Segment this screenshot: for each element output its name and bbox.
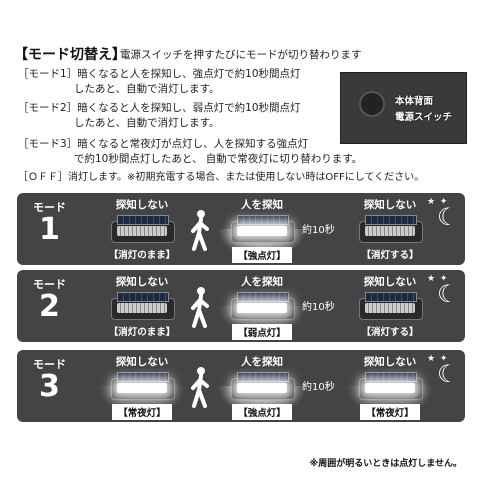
moon-icon: ☾ bbox=[437, 360, 459, 388]
tag-weak: 【弱点灯】 bbox=[232, 324, 292, 340]
mode2-desc-cont: したあと、自動で消灯します。 bbox=[74, 117, 220, 129]
off-desc: ［ＯＦＦ］消灯します。※初期充電する場合、または使用しない時はOFFにしてくださ… bbox=[18, 172, 425, 183]
duration-label: 約10秒 bbox=[302, 225, 335, 236]
lamp-off-icon bbox=[359, 215, 423, 243]
mode-number: 1 bbox=[39, 212, 60, 247]
stars-icon: ★ ✦ bbox=[427, 197, 449, 207]
tag-stay-off: 【消灯のまま】 bbox=[108, 327, 176, 338]
device-back-photo: 本体背面 電源スイッチ bbox=[340, 72, 467, 144]
state-detect: 人を探知 bbox=[241, 276, 283, 288]
mode-label: モード bbox=[33, 201, 66, 214]
lamp-off-icon bbox=[359, 292, 423, 320]
state-no-detect-after: 探知しない bbox=[363, 276, 417, 288]
mode-label: モード bbox=[33, 358, 66, 371]
mode-number: 3 bbox=[39, 369, 60, 404]
stars-icon: ★ ✦ bbox=[427, 274, 449, 284]
tag-strong: 【強点灯】 bbox=[232, 247, 292, 263]
mode1-panel: モード 1 探知しない 【消灯のまま】 人を探知 【強点灯】 約10秒 探知しな… bbox=[17, 193, 465, 265]
state-detect: 人を探知 bbox=[241, 199, 283, 211]
state-no-detect: 探知しない bbox=[115, 356, 169, 368]
footnote: ※周囲が明るいときは点灯しません。 bbox=[309, 459, 462, 469]
walking-person-icon bbox=[189, 286, 211, 330]
mode1-desc-cont: したあと、自動で消灯します。 bbox=[74, 83, 220, 95]
photo-label-switch: 電源スイッチ bbox=[395, 112, 453, 123]
lamp-night-icon bbox=[111, 372, 175, 400]
moon-icon: ☾ bbox=[437, 203, 459, 231]
state-detect: 人を探知 bbox=[241, 356, 283, 368]
mode-number: 2 bbox=[39, 289, 60, 324]
power-switch-icon bbox=[359, 91, 385, 117]
lamp-strong-icon bbox=[231, 372, 295, 400]
mode3-panel: モード 3 探知しない 【常夜灯】 人を探知 【強点灯】 約10秒 探知しない … bbox=[17, 350, 465, 422]
tag-night-light: 【常夜灯】 bbox=[112, 404, 172, 420]
state-no-detect: 探知しない bbox=[115, 276, 169, 288]
section-title: 【モード切替え】 bbox=[14, 47, 126, 63]
state-no-detect-after: 探知しない bbox=[363, 199, 417, 211]
mode-label: モード bbox=[33, 278, 66, 291]
moon-icon: ☾ bbox=[437, 280, 459, 308]
duration-label: 約10秒 bbox=[302, 302, 335, 313]
tag-strong: 【強点灯】 bbox=[232, 404, 292, 420]
lamp-strong-icon bbox=[231, 215, 295, 243]
mode3-desc: ［モード3］暗くなると常夜灯が点灯し、人を探知する強点灯 bbox=[18, 138, 309, 150]
lamp-off-icon bbox=[111, 292, 175, 320]
lamp-weak-icon bbox=[231, 292, 295, 320]
state-no-detect: 探知しない bbox=[115, 199, 169, 211]
mode2-panel: モード 2 探知しない 【消灯のまま】 人を探知 【弱点灯】 約10秒 探知しな… bbox=[17, 270, 465, 342]
mode1-desc: ［モード1］暗くなると人を探知し、強点灯で約10秒間点灯 bbox=[18, 68, 301, 80]
duration-label: 約10秒 bbox=[302, 382, 335, 393]
tag-stay-off: 【消灯のまま】 bbox=[108, 250, 176, 261]
tag-night-light: 【常夜灯】 bbox=[360, 404, 420, 420]
walking-person-icon bbox=[189, 209, 211, 253]
walking-person-icon bbox=[189, 366, 211, 410]
state-no-detect-after: 探知しない bbox=[363, 356, 417, 368]
tag-turn-off: 【消灯する】 bbox=[361, 327, 419, 338]
section-description: 電源スイッチを押すたびにモードが切り替わります bbox=[120, 49, 362, 61]
stars-icon: ★ ✦ bbox=[427, 354, 449, 364]
tag-turn-off: 【消灯する】 bbox=[361, 250, 419, 261]
lamp-off-icon bbox=[111, 215, 175, 243]
mode3-desc-cont: で約10秒間点灯したあと、 自動で常夜灯に切り替わります。 bbox=[74, 153, 363, 165]
lamp-night-icon bbox=[359, 372, 423, 400]
mode2-desc: ［モード2］暗くなると人を探知し、弱点灯で約10秒間点灯 bbox=[18, 102, 301, 114]
photo-label-back: 本体背面 bbox=[395, 96, 434, 107]
